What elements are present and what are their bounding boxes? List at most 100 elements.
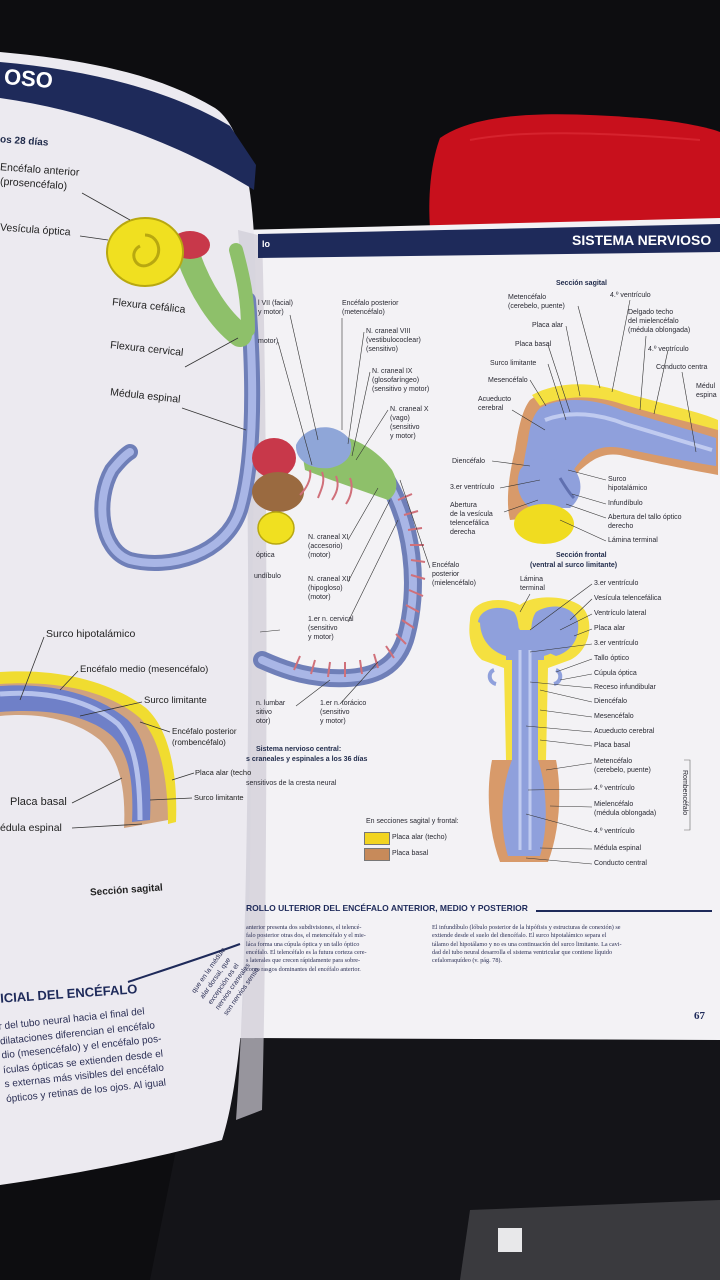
right-heading-rule [536,910,712,912]
col1-line: como rasgos dominantes del encéfalo ante… [246,965,361,973]
col2-line: El infundíbulo (lóbulo posterior de la h… [432,924,621,931]
lbl-n-lumbar-2: sitivo [256,709,272,716]
col2-line: cefalorraquídeo (v. pág. 78). [432,957,503,965]
lbl-n-cervical: 1.er n. cervical [308,616,354,623]
frontal-title-1: Sección frontal [556,552,607,559]
lbl-sag-hipotalamico: hipotalámico [608,485,648,492]
lbl-sag-infundibulo: Infundíbulo [608,500,643,507]
lbl-n-xii-2: (hipogloso) [308,585,343,592]
right-header-band [258,224,720,258]
lbl-sag-medul: Médul [696,383,716,390]
frontal-label: Mielencéfalo [594,801,634,808]
col1-line: s laterales que crecen rápidamente para … [246,957,361,965]
lbl-sag-abertura-2: de la vesícula [450,511,493,518]
lbl-encefalo-medio: Encéfalo medio (mesencéfalo) [80,664,209,675]
lbl-n-toracico-2: (sensitivo [320,709,350,716]
frontal-label: 3.er ventrículo [594,580,639,587]
lbl-placa-basal-left: Placa basal [10,796,67,808]
floor-spot [498,1228,522,1252]
lbl-placa-alar-left: Placa alar (techo [195,768,252,777]
frontal-label: 4.º ventrículo [594,828,635,835]
lbl-n-cervical-2: (sensitivo [308,625,338,632]
frontal-label: Tallo óptico [594,655,630,662]
floor-patch [460,1200,720,1280]
col1-line: láca forma una cúpula óptica y un tallo … [246,940,360,948]
lbl-optica: óptica [256,552,275,559]
lbl-sag-espina: espina [696,392,717,399]
lbl-caption-2: s craneales y espinales a los 36 días [246,756,368,763]
lbl-encefalo-post-m2: posterior [432,571,460,578]
frontal-label: Mesencéfalo [594,713,634,720]
lbl-n-vii: l VII (facial) [258,300,294,307]
lbl-n-xi-2: (accesorio) [308,543,343,550]
lbl-caption-1: Sistema nervioso central: [256,746,342,753]
lbl-n-ix-3: (sensitivo y motor) [372,386,430,393]
frontal-label: Acueducto cerebral [594,728,655,735]
col1-line: encéfalo. El telencéfalo es la futura co… [246,949,367,957]
optic-vesicle-shape [106,217,184,287]
lbl-sag-abertura-3: telencefálica [450,520,489,527]
lbl-fr-lamina: Lámina [520,576,543,583]
legend-swatch-alar [364,832,390,845]
lbl-encefalo-posterior: Encéfalo posterior [342,300,399,307]
frontal-label: Placa alar [594,625,626,632]
lbl-n-lumbar: n. lumbar [256,700,286,707]
legend-swatch-basal [364,848,390,861]
right-section-heading: ROLLO ULTERIOR DEL ENCÉFALO ANTERIOR, ME… [246,903,528,913]
lbl-n-toracico: 1.er n. torácico [320,700,367,707]
right-header-fragment: lo [262,239,270,249]
lbl-n-xi-3: (motor) [308,552,331,559]
lbl-n-xii-3: (motor) [308,594,331,601]
lbl-sag-cerebelo: (cerebelo, puente) [508,303,565,310]
frontal-label: Placa basal [594,742,631,749]
lbl-surco-limitante-2: Surco limitante [194,793,244,802]
lbl-n-xii: N. craneal XII [308,576,351,583]
frontal-label: Metencéfalo [594,758,633,765]
lbl-n-ix-2: (glosofaríngeo) [372,377,420,384]
lbl-n-vii-2: y motor) [258,309,284,316]
lbl-caption-3: sensitivos de la cresta neural [246,780,337,787]
lbl-n-x: N. craneal X [390,406,429,413]
frontal-label: 3.er ventrículo [594,640,639,647]
lbl-sag-diencefalo: Diencéfalo [452,458,486,465]
lbl-encefalo-posterior: Encéfalo posterior [172,727,237,736]
lbl-n-toracico-3: y motor) [320,718,346,725]
lbl-metencefalo: (metencéfalo) [342,309,385,316]
lbl-encefalo-post-m: Encéfalo [432,562,460,569]
lbl-sag-mesencefalo: Mesencéfalo [488,377,528,384]
lbl-n-viii-3: (sensitivo) [366,346,398,353]
lbl-n-viii-2: (vestibulococlear) [366,337,421,344]
col1-line: anterior presenta dos subdivisiones, el … [246,924,362,931]
lbl-sag-4v: 4.º ventrículo [610,292,651,299]
lbl-sag-lamina: Lámina terminal [608,537,658,544]
lbl-sag-abertura-4: derecha [450,529,476,536]
frontal-title-2: (ventral al surco limitante) [530,562,618,569]
left-header-band [0,62,256,190]
lbl-surco-hipotalamico: Surco hipotalámico [46,628,136,640]
frontal-label: 4.º ventrículo [594,785,635,792]
right-col2-text: El infundíbulo (lóbulo posterior de la h… [432,924,622,966]
sagittal-title: Sección sagital [556,280,607,287]
lbl-undibulo: undíbulo [254,573,281,580]
red-cloth [429,114,720,228]
lbl-sag-surco-lim: Surco limitante [490,360,537,367]
lbl-sag-placa-basal: Placa basal [515,341,552,348]
lbl-medula-espinal-2: édula espinal [0,822,62,834]
lbl-n-lumbar-3: otor) [256,718,271,725]
lbl-n-x-4: y motor) [390,433,416,440]
lbl-n-xi: N. craneal XI [308,534,349,541]
right-header-title: SISTEMA NERVIOSO [572,232,712,248]
lbl-sag-4v-b: 4.º ventrículo [648,346,689,353]
lbl-surco-limitante: Surco limitante [144,695,207,706]
lbl-n-x-2: (vago) [390,415,410,422]
lbl-sag-abertura: Abertura [450,502,477,509]
frontal-label: Médula espinal [594,845,642,852]
frontal-label: Cúpula óptica [594,670,637,677]
